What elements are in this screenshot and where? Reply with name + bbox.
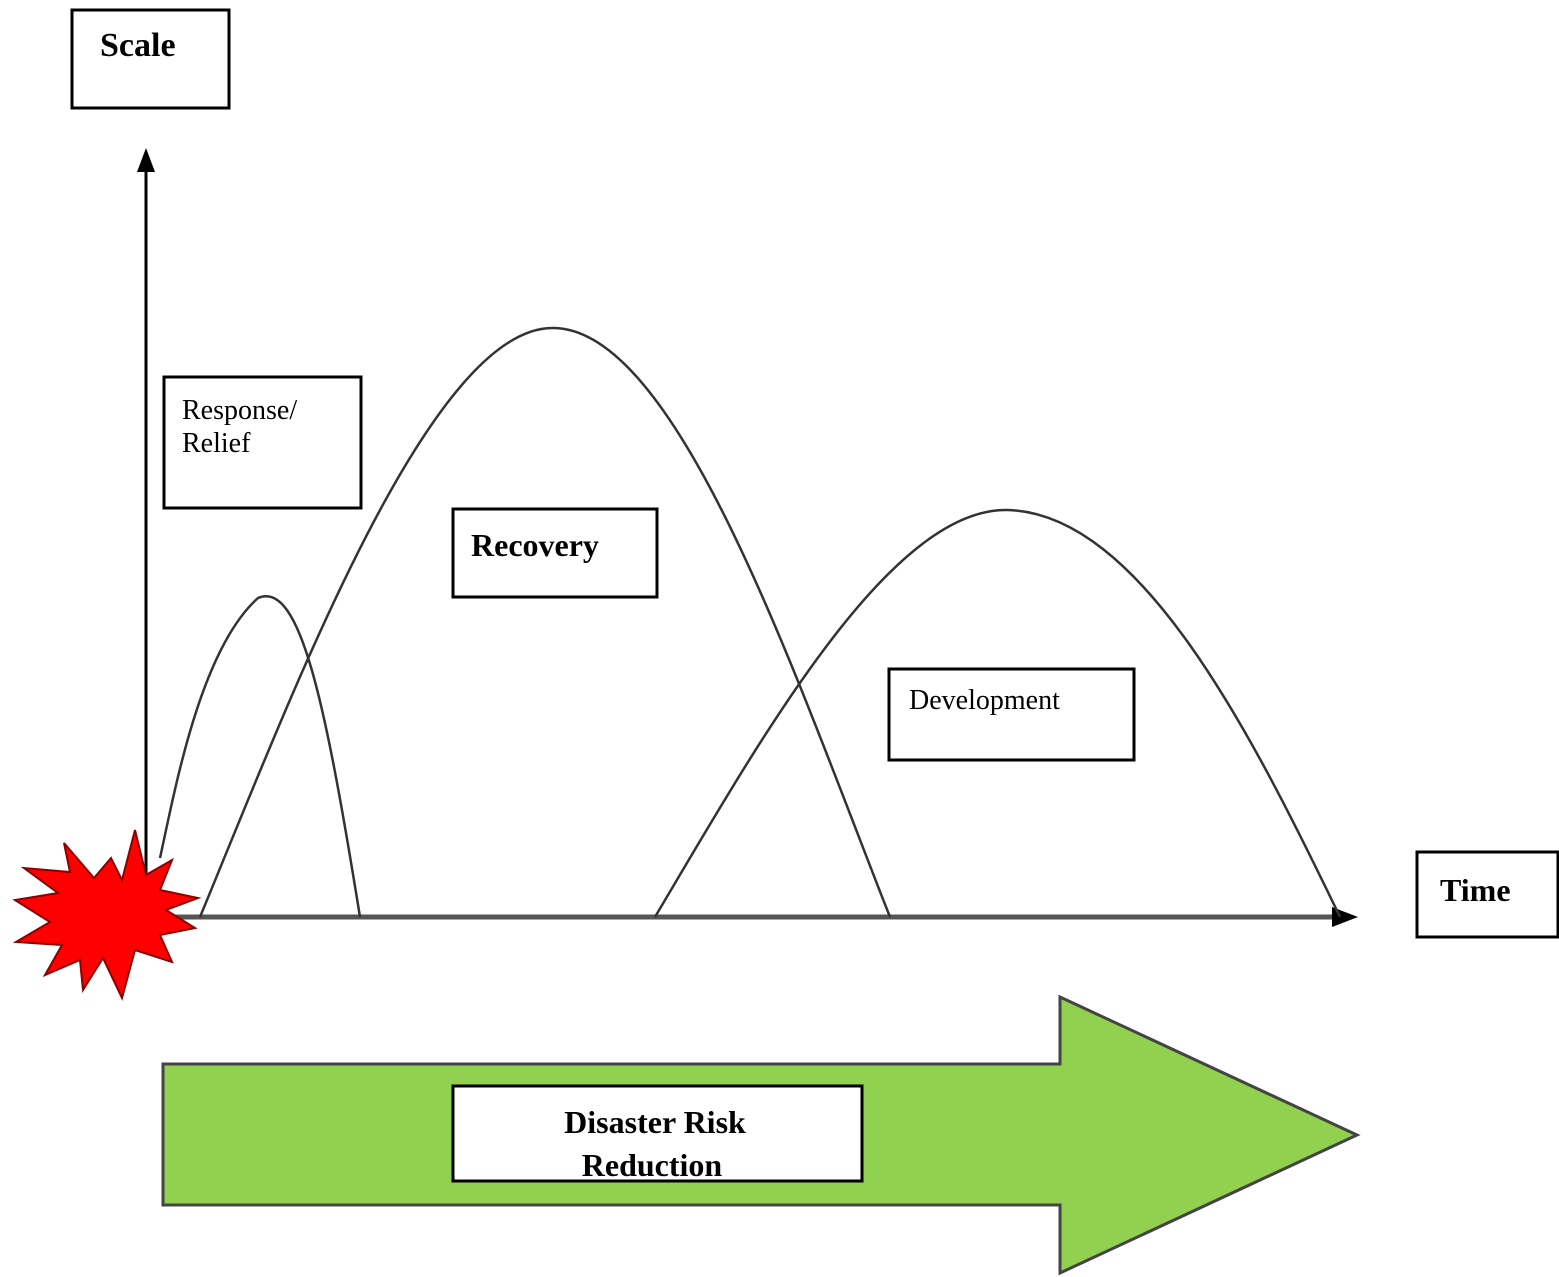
response-relief-box: [162, 375, 363, 510]
drr-label-line2: Reduction: [582, 1147, 723, 1183]
development-label: Development: [909, 685, 1060, 716]
development-curve: [653, 508, 1342, 918]
response-curve: [158, 595, 362, 918]
drr-label-box: [451, 1084, 864, 1183]
development-box: [887, 667, 1136, 762]
time-label: Time: [1440, 872, 1511, 908]
scale-label-box: [70, 8, 231, 110]
response-label-line2: Relief: [182, 428, 251, 459]
recovery-box: [451, 507, 659, 599]
drr-label-line1: Disaster Risk: [564, 1104, 746, 1140]
recovery-curve: [198, 326, 892, 918]
recovery-label: Recovery: [471, 527, 599, 563]
y-axis-arrowhead: [137, 148, 155, 172]
scale-label: Scale: [100, 27, 176, 64]
explosion-burst-icon: [12, 829, 202, 1001]
response-label-line1: Response/: [182, 395, 297, 426]
time-label-box: [1415, 850, 1559, 939]
